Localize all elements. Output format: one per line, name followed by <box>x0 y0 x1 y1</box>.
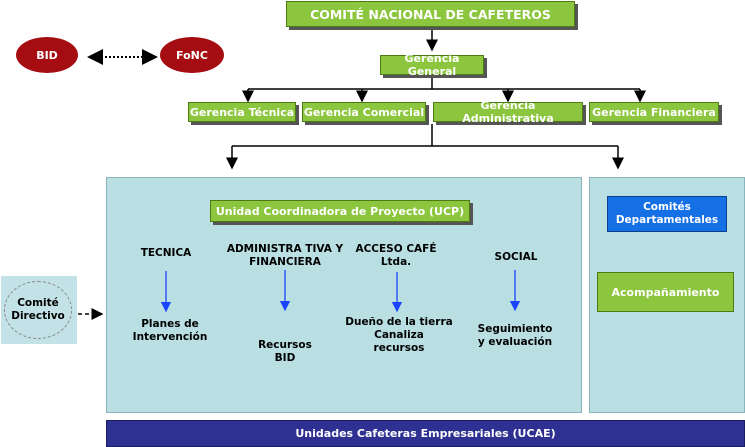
acompanamiento-box: Acompañamiento <box>597 272 734 312</box>
column-heading-acceso-cafe: ACCESO CAFÉ Ltda. <box>355 243 437 268</box>
comite-nacional-box: COMITÉ NACIONAL DE CAFETEROS <box>286 1 575 27</box>
comite-directivo-ellipse: Comité Directivo <box>4 281 72 339</box>
column-heading-social: SOCIAL <box>494 251 538 263</box>
comites-departamentales-box: Comités Departamentales <box>607 196 727 232</box>
gerencia-financiera-box: Gerencia Financiera <box>589 102 719 122</box>
column-detail-acceso-cafe: Dueño de la tierra Canaliza recursos <box>345 316 453 354</box>
fonc-ellipse: FoNC <box>160 37 224 73</box>
column-heading-tecnica: TECNICA <box>140 247 192 259</box>
bid-ellipse: BID <box>16 37 78 73</box>
ucae-bar: Unidades Cafeteras Empresariales (UCAE) <box>106 420 745 447</box>
column-detail-tecnica: Planes de Intervención <box>132 318 208 343</box>
column-detail-administrativa: Recursos BID <box>258 339 312 364</box>
gerencia-administrativa-box: Gerencia Administrativa <box>433 99 583 125</box>
gerencia-tecnica-box: Gerencia Técnica <box>188 102 296 122</box>
column-detail-social: Seguimiento y evaluación <box>477 323 553 348</box>
column-heading-administrativa: ADMINISTRA TIVA Y FINANCIERA <box>226 243 344 268</box>
ucp-title-box: Unidad Coordinadora de Proyecto (UCP) <box>210 200 470 222</box>
gerencia-general-box: Gerencia General <box>380 52 484 78</box>
gerencia-comercial-box: Gerencia Comercial <box>302 102 426 122</box>
